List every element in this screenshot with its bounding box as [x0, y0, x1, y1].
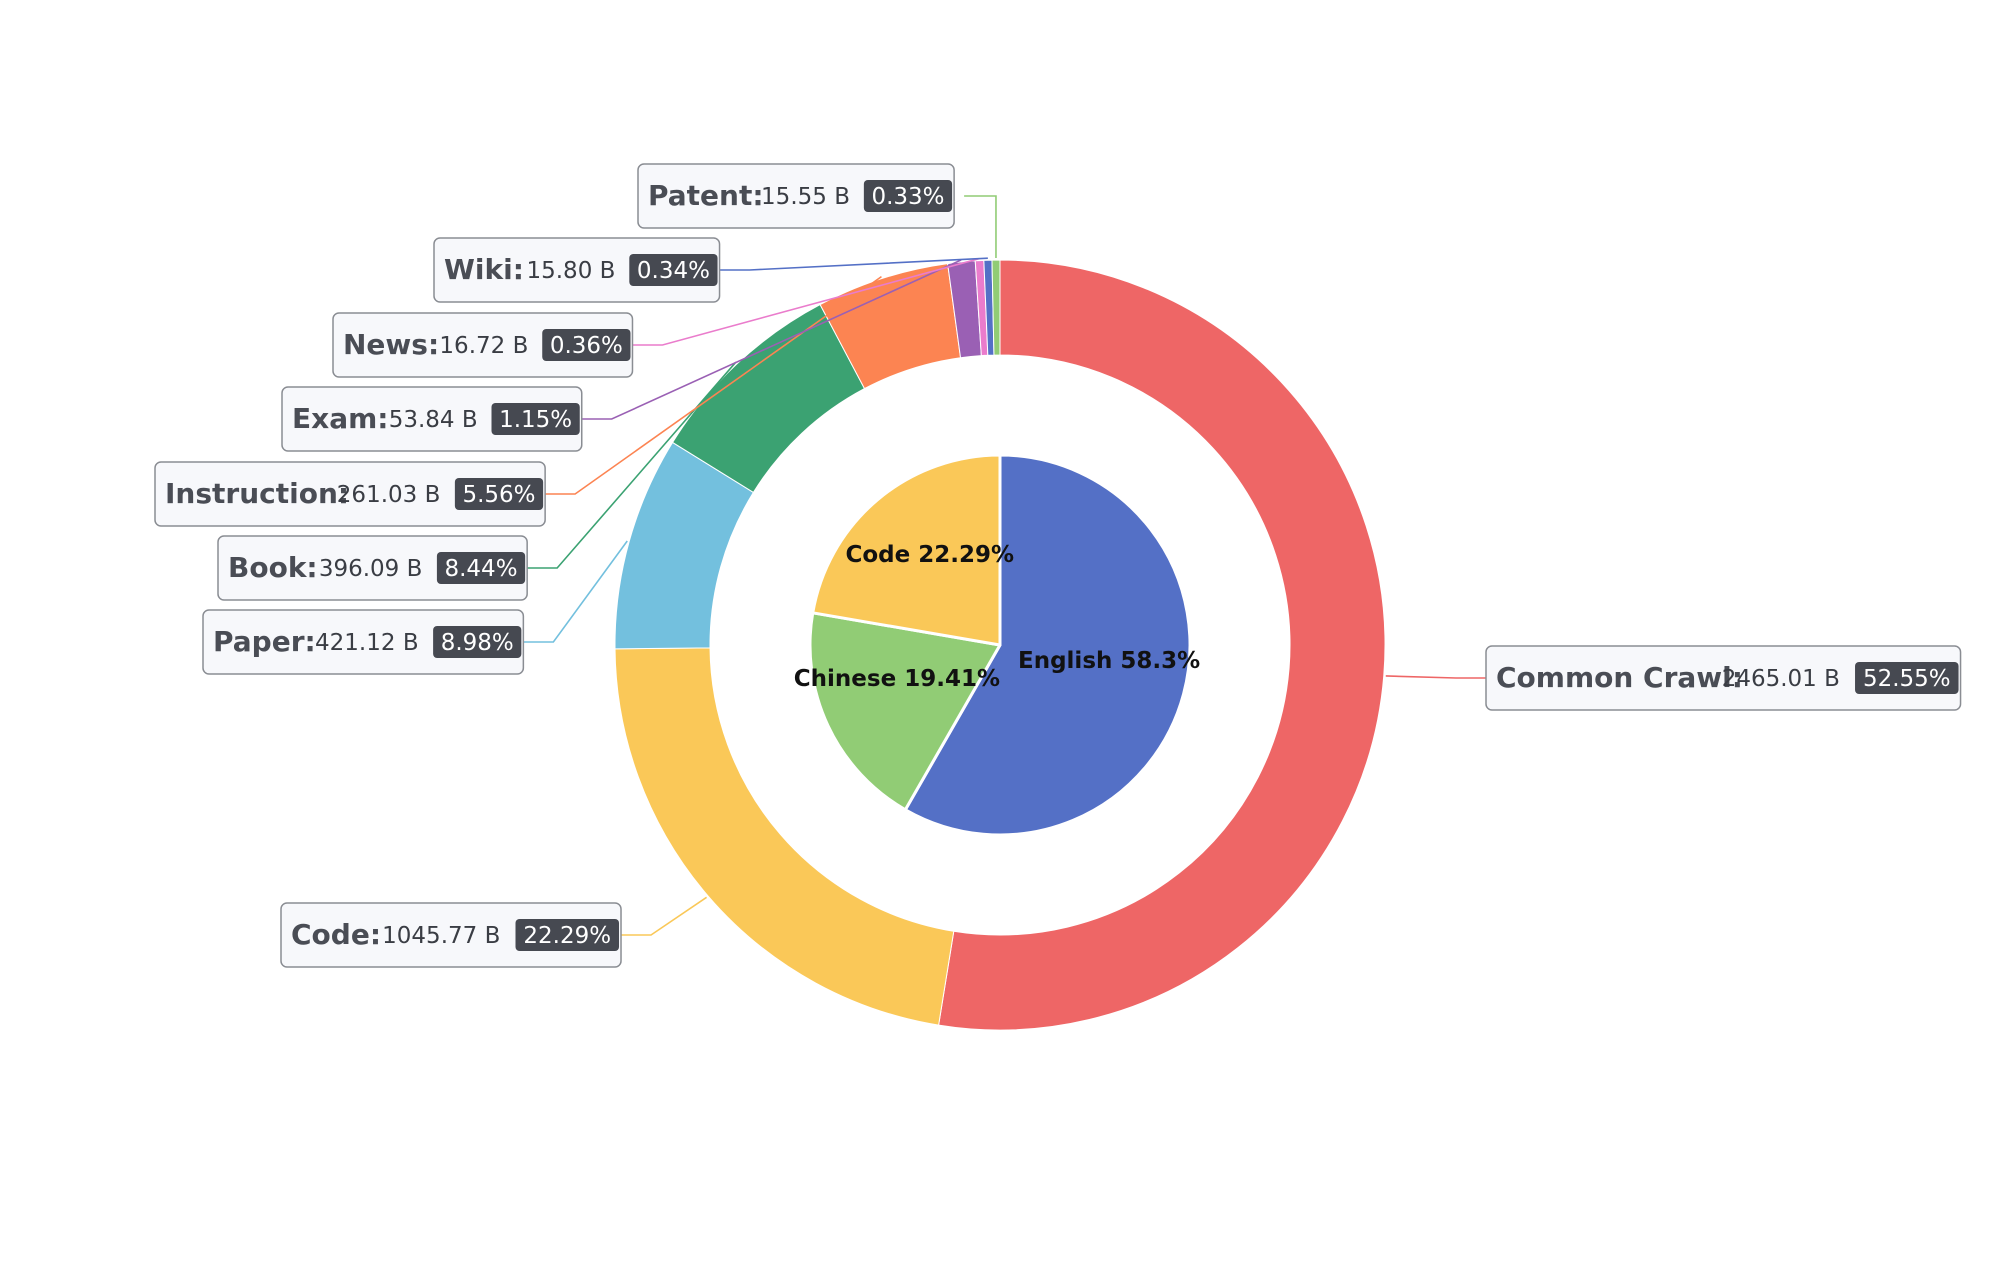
label-code: Code:1045.77 B 22.29% [280, 902, 622, 968]
leader-line-exam [581, 259, 962, 420]
label-value-exam: 53.84 B [389, 407, 478, 433]
label-percent-badge-exam [491, 403, 580, 435]
inner-slice-chinese [808, 611, 1002, 812]
label-percent-badge-patent [863, 180, 953, 212]
label-name-news: News: [343, 328, 439, 361]
inner-slice-english [903, 453, 1192, 837]
label-percent-instruction: 5.56% [462, 482, 535, 508]
label-percent-badge-wiki [629, 254, 718, 286]
label-percent-code: 22.29% [523, 923, 611, 949]
leader-line-wiki [719, 257, 988, 271]
outer-slice-common-crawl [938, 259, 1386, 1031]
leader-line-instruction [545, 275, 882, 495]
inner-slice-code [811, 453, 1002, 647]
outer-slice-patent [991, 259, 1001, 356]
outer-slice-code [614, 647, 955, 1026]
label-name-common-crawl: Common Crawl: [1496, 661, 1743, 694]
label-percent-exam: 1.15% [499, 407, 572, 433]
leader-line-code [621, 896, 708, 936]
label-instruction: Instruction:261.03 B 5.56% [154, 461, 546, 527]
label-percent-paper: 8.98% [441, 630, 514, 656]
label-value-instruction: 261.03 B [337, 482, 441, 508]
label-percent-common-crawl: 52.55% [1863, 666, 1951, 692]
inner-pie [808, 453, 1192, 837]
label-box-instruction [154, 461, 546, 527]
label-percent-badge-common-crawl [1855, 662, 1959, 694]
label-book: Book:396.09 B 8.44% [217, 535, 528, 601]
label-name-patent: Patent: [648, 179, 764, 212]
inner-label-chinese: Chinese 19.41% [794, 666, 1000, 692]
label-percent-badge-code [515, 919, 620, 951]
label-name-exam: Exam: [292, 402, 388, 435]
label-percent-badge-book [436, 552, 526, 584]
label-value-news: 16.72 B [439, 333, 528, 359]
leader-lines [523, 195, 1486, 936]
leader-line-book [527, 361, 737, 569]
outer-ring [614, 259, 1386, 1031]
inner-label-code: Code 22.29% [845, 542, 1014, 568]
label-value-common-crawl: 2465.01 B [1722, 666, 1840, 692]
label-common-crawl: Common Crawl:2465.01 B 52.55% [1485, 645, 1962, 711]
label-percent-badge-instruction [454, 478, 544, 510]
label-name-paper: Paper: [213, 625, 316, 658]
outer-labels: Common Crawl:2465.01 B 52.55% Code:1045.77… [154, 163, 1962, 968]
label-value-book: 396.09 B [319, 556, 423, 582]
label-name-code: Code: [291, 918, 381, 951]
label-value-wiki: 15.80 B [526, 258, 615, 284]
label-exam: Exam:53.84 B 1.15% [281, 386, 583, 452]
label-news: News:16.72 B 0.36% [332, 312, 634, 378]
label-percent-patent: 0.33% [871, 184, 944, 210]
leader-line-news [632, 257, 980, 346]
label-percent-book: 8.44% [444, 556, 517, 582]
label-wiki: Wiki:15.80 B 0.34% [433, 237, 721, 303]
label-value-paper: 421.12 B [315, 630, 419, 656]
label-paper: Paper:421.12 B 8.98% [202, 609, 525, 675]
label-percent-news: 0.36% [550, 333, 623, 359]
label-patent: Patent:15.55 B 0.33% [637, 163, 955, 229]
label-value-patent: 15.55 B [761, 184, 850, 210]
inner-label-english: English 58.3% [1018, 648, 1200, 674]
label-name-instruction: Instruction: [165, 477, 349, 510]
label-percent-badge-paper [433, 626, 522, 658]
leader-line-paper [523, 540, 628, 643]
label-name-book: Book: [228, 551, 318, 584]
leader-line-common-crawl [1385, 675, 1486, 679]
inner-labels: English 58.3% Chinese 19.41% Code 22.29% [794, 542, 1200, 692]
label-percent-wiki: 0.34% [637, 258, 710, 284]
leader-line-patent [964, 195, 997, 259]
label-percent-badge-news [542, 329, 631, 361]
label-value-code: 1045.77 B [382, 923, 500, 949]
label-box-common-crawl [1485, 645, 1962, 711]
label-name-wiki: Wiki: [444, 253, 524, 286]
